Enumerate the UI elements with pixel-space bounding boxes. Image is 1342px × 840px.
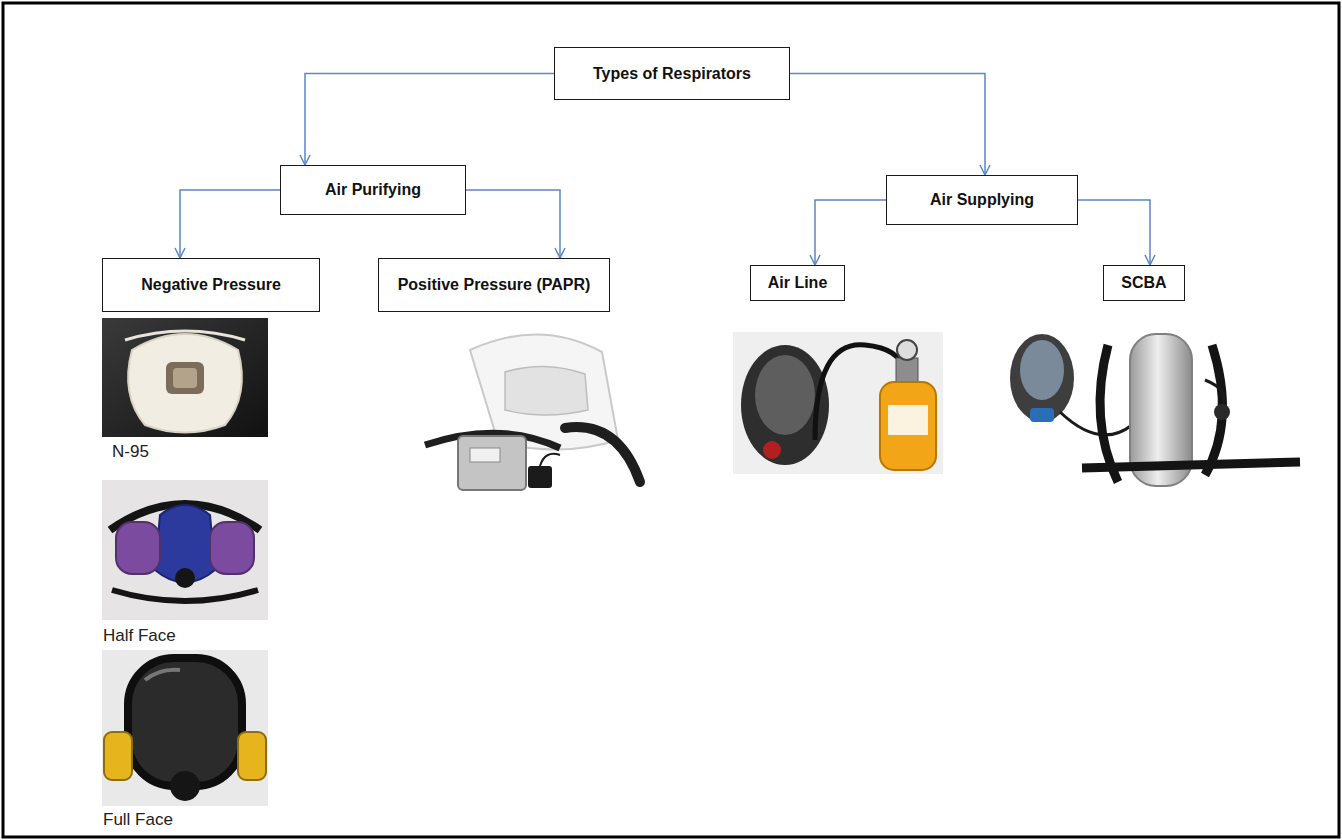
filter-cartridge bbox=[238, 732, 266, 780]
scba-illustration bbox=[1010, 334, 1300, 486]
box-label: Air Purifying bbox=[325, 180, 421, 199]
papr-blower bbox=[458, 436, 526, 490]
mask-strap bbox=[112, 590, 258, 601]
category-box: Air Supplying bbox=[886, 175, 1078, 225]
branch-connector bbox=[466, 190, 560, 258]
box-label: Positive Pressure (PAPR) bbox=[398, 275, 591, 294]
photo-ground bbox=[102, 650, 268, 806]
photo-ground bbox=[102, 318, 268, 437]
mask-valve bbox=[173, 368, 197, 388]
papr-cable bbox=[540, 454, 560, 466]
scba-hose bbox=[1205, 380, 1224, 405]
category-box: SCBA bbox=[1103, 265, 1185, 301]
papr-blower bbox=[470, 448, 500, 462]
papr-charger bbox=[528, 466, 552, 488]
frame-border bbox=[3, 3, 1339, 837]
cylinder-gauge bbox=[897, 340, 917, 360]
box-label: Air Supplying bbox=[930, 190, 1034, 209]
photo-ground bbox=[733, 332, 943, 474]
lens-glare bbox=[145, 670, 180, 680]
cylinder-sticker bbox=[888, 405, 928, 435]
papr-visor bbox=[505, 366, 588, 415]
box-label: Air Line bbox=[768, 273, 828, 292]
category-box: Air Line bbox=[750, 265, 845, 301]
mask-cup bbox=[128, 334, 242, 433]
papr-illustration bbox=[425, 334, 640, 490]
box-label: Negative Pressure bbox=[141, 275, 281, 294]
airline-illustration bbox=[733, 332, 943, 474]
box-label: SCBA bbox=[1121, 273, 1166, 292]
filter-cartridge bbox=[104, 732, 132, 780]
scba-gauge bbox=[1214, 404, 1230, 420]
filter-cartridge bbox=[116, 522, 160, 574]
branch-connector bbox=[305, 74, 554, 166]
filter-cartridge bbox=[210, 522, 254, 574]
category-box: Negative Pressure bbox=[102, 258, 320, 312]
box-label: Types of Respirators bbox=[593, 64, 751, 83]
airline-lens bbox=[755, 355, 815, 435]
photo-caption: Half Face bbox=[103, 626, 176, 646]
photo-caption: N-95 bbox=[112, 442, 149, 462]
exhalation-valve bbox=[175, 568, 195, 588]
half-face-photo bbox=[102, 480, 268, 620]
branch-connector bbox=[815, 200, 886, 265]
mask-valve bbox=[166, 362, 204, 394]
scba-lens bbox=[1020, 340, 1064, 400]
branch-connector bbox=[790, 74, 985, 176]
category-box: Positive Pressure (PAPR) bbox=[378, 258, 610, 312]
branch-connector bbox=[180, 190, 280, 258]
harness-strap bbox=[1100, 345, 1118, 482]
harness-belt bbox=[1082, 462, 1300, 468]
photo-caption: Full Face bbox=[103, 810, 173, 830]
airline-valve bbox=[763, 441, 781, 459]
category-box: Types of Respirators bbox=[554, 47, 790, 100]
photo-ground bbox=[102, 480, 268, 620]
category-box: Air Purifying bbox=[280, 165, 466, 215]
branch-connector bbox=[1078, 200, 1150, 265]
papr-hose bbox=[565, 427, 640, 482]
exhalation-valve bbox=[170, 771, 200, 801]
scba-mask bbox=[1010, 334, 1074, 422]
mask-lens bbox=[128, 658, 242, 786]
air-cylinder bbox=[880, 382, 936, 470]
n95-photo bbox=[102, 318, 268, 437]
scba-regulator bbox=[1030, 408, 1054, 422]
cylinder-valve bbox=[896, 358, 918, 384]
full-face-photo bbox=[102, 650, 268, 806]
